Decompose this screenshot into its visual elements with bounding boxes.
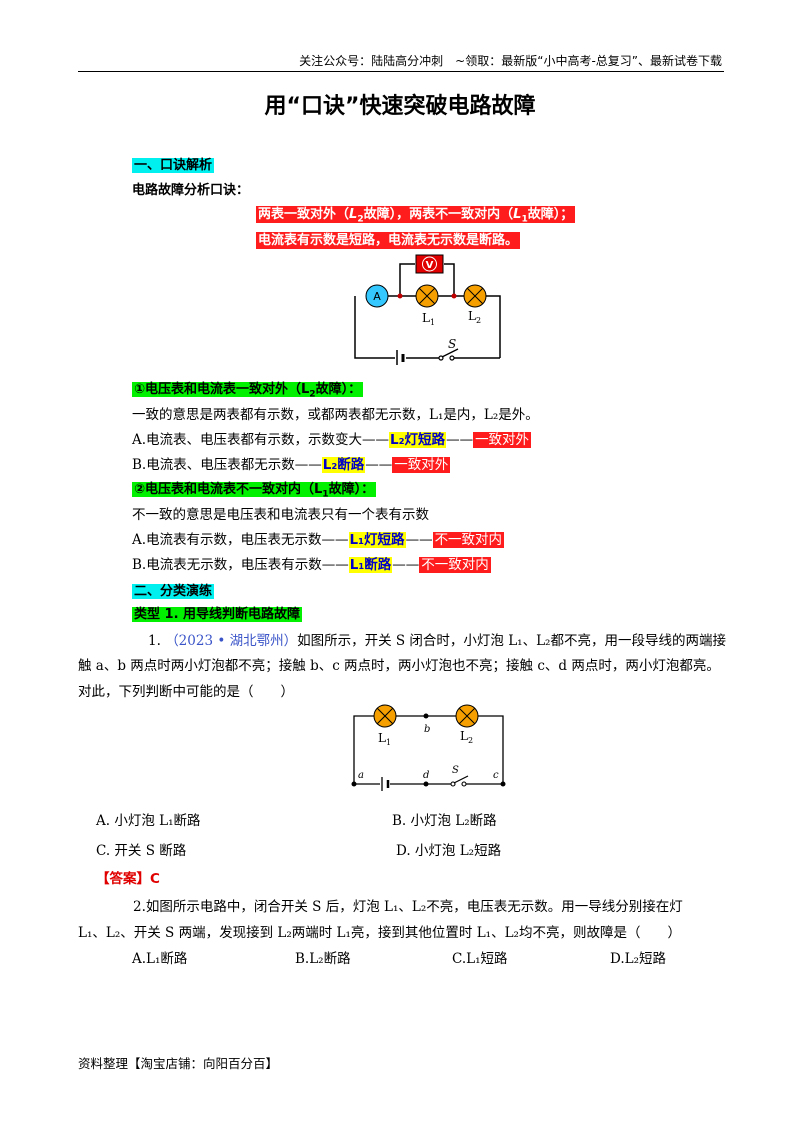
section-subheading: 电路故障分析口诀： (132, 183, 250, 198)
lamp-l2-label: L2 (460, 729, 473, 745)
q1-option-c: C. 开关 S 断路 (96, 843, 187, 859)
case-1-option-b: B.电流表、电压表都无示数——L₂断路——一致对外 (132, 457, 451, 473)
battery (396, 350, 405, 365)
q1-source: （2023 • 湖北鄂州） (165, 633, 298, 649)
ammeter-icon: A (365, 284, 389, 308)
point-c-label: c (493, 770, 499, 781)
q2-option-c: C.L₁短路 (452, 951, 508, 967)
lamp-l1-label: L1 (378, 731, 391, 747)
point-d-dot (423, 781, 429, 787)
q1-line-3: 对此，下列判断中可能的是（ ） (78, 684, 294, 700)
case-2-option-b: B.电流表无示数，电压表有示数——L₁断路——不一致对内 (132, 557, 491, 573)
type-1-heading: 类型 1. 用导线判断电路故障 (132, 607, 303, 622)
junction-dot (451, 293, 457, 299)
section-heading-1: 一、口诀解析 (132, 158, 215, 173)
q1-line-1: 1. （2023 • 湖北鄂州）如图所示，开关 S 闭合时，小灯泡 L₁、L₂都… (148, 633, 726, 649)
point-b-label: b (424, 724, 430, 735)
rhyme-line-1: 两表一致对外（L2故障），两表不一致对内（L1故障）； (256, 206, 576, 225)
q1-line-2: 触 a、b 两点时两小灯泡都不亮；接触 b、c 两点时，两小灯泡也不亮；接触 c… (78, 658, 720, 674)
q1-option-a: A. 小灯泡 L₁断路 (96, 813, 201, 829)
q2-line-1: 2.如图所示电路中，闭合开关 S 后，灯泡 L₁、L₂不亮，电压表无示数。用一导… (133, 899, 683, 915)
page-title: 用“口诀”快速突破电路故障 (264, 94, 536, 119)
q1-answer: 【答案】C (96, 871, 160, 887)
header-divider (78, 71, 724, 72)
case-2-heading: ②电压表和电流表不一致对内（L1故障）： (132, 482, 377, 500)
switch-label: S (448, 337, 456, 351)
voltmeter-icon: V (415, 254, 444, 274)
q1-option-b: B. 小灯泡 L₂断路 (392, 813, 497, 829)
case-1-option-a: A.电流表、电压表都有示数，示数变大——L₂灯短路——一致对外 (132, 432, 532, 448)
case-2-description: 不一致的意思是电压表和电流表只有一个表有示数 (132, 507, 429, 523)
lamp-l1-label: L1 (422, 311, 435, 327)
lamp-l2-label: L2 (468, 309, 481, 325)
point-a-dot (351, 781, 357, 787)
junction-dot (397, 293, 403, 299)
battery (381, 777, 390, 791)
point-a-label: a (358, 770, 364, 781)
point-d-label: d (423, 770, 429, 781)
header-note: 关注公众号：陆陆高分冲刺 ~领取：最新版“小中高考-总复习”、最新试卷下载 (299, 54, 722, 68)
case-1-heading: ①电压表和电流表一致对外（L2故障）： (132, 382, 364, 400)
switch-s (438, 348, 459, 361)
switch-label: S (452, 765, 459, 776)
lamp-l2-icon (463, 284, 487, 308)
svg-text:V: V (426, 260, 434, 271)
footer-note: 资料整理【淘宝店铺：向阳百分百】 (78, 1056, 279, 1071)
q2-option-b: B.L₂断路 (295, 951, 351, 967)
q2-line-2: L₁、L₂、开关 S 两端，发现接到 L₂两端时 L₁亮，接到其他位置时 L₁、… (78, 925, 681, 941)
point-c-dot (500, 781, 506, 787)
circuit-diagram-1: S A V L1 L2 (354, 254, 501, 365)
lamp-l1-icon (373, 704, 397, 728)
section-heading-2: 二、分类演练 (132, 584, 215, 599)
lamp-l2-icon (455, 704, 479, 728)
q1-option-d: D. 小灯泡 L₂短路 (396, 843, 502, 859)
q2-option-d: D.L₂短路 (610, 951, 667, 967)
circuit-diagram-2: L1 L2 b a d c S (351, 704, 506, 791)
case-1-description: 一致的意思是两表都有示数，或都两表都无示数，L₁是内，L₂是外。 (132, 407, 539, 423)
q2-option-a: A.L₁断路 (132, 951, 188, 967)
case-2-option-a: A.电流表有示数，电压表无示数——L₁灯短路——不一致对内 (132, 532, 505, 548)
rhyme-line-2: 电流表有示数是短路，电流表无示数是断路。 (256, 232, 521, 249)
switch-s (450, 775, 469, 787)
svg-text:A: A (373, 290, 381, 303)
lamp-l1-icon (415, 284, 439, 308)
point-b-dot (423, 713, 429, 719)
